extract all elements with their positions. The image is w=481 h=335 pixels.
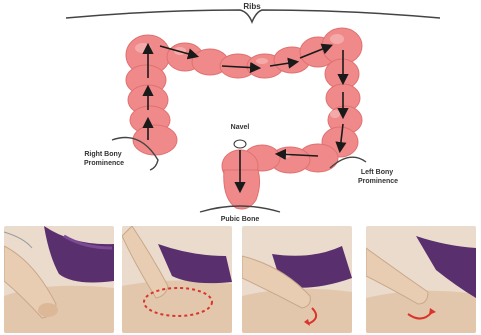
navel-label: Navel — [231, 124, 250, 131]
right-bony-prominence-label: Right Bony Prominence — [84, 151, 124, 167]
left-bony-prominence-label: Left Bony Prominence — [358, 169, 398, 185]
navel-marker — [234, 140, 246, 148]
massage-step-1-panel — [4, 226, 114, 333]
colon-massage-diagram: Ribs — [0, 0, 481, 225]
massage-step-3-panel — [242, 226, 352, 333]
massage-step-2-panel — [122, 226, 232, 333]
massage-step-1-illustration — [4, 226, 114, 333]
pubic-bone-label: Pubic Bone — [221, 216, 260, 223]
colon-illustration — [126, 28, 362, 209]
massage-step-4-illustration — [366, 226, 476, 333]
ribs-outline — [66, 10, 440, 22]
massage-step-3-illustration — [242, 226, 352, 333]
ribs-label: Ribs — [243, 2, 261, 11]
massage-step-4-panel — [366, 226, 476, 333]
massage-step-2-illustration — [122, 226, 232, 333]
